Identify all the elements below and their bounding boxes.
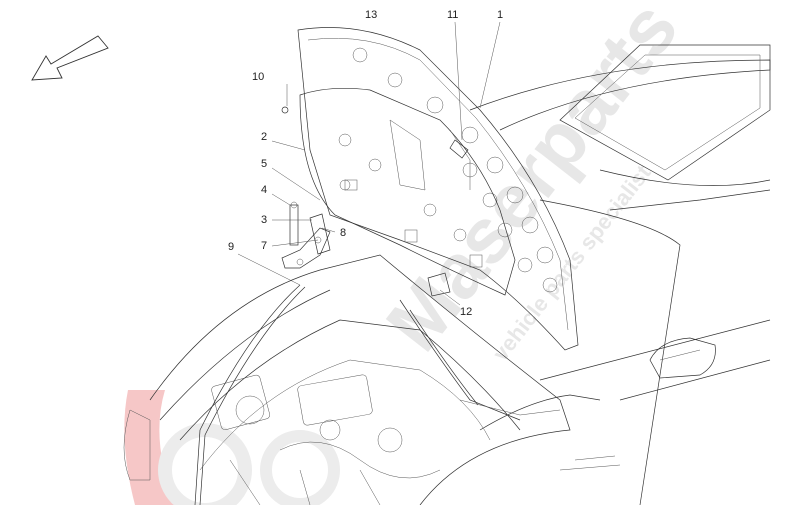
car-body	[469, 44, 771, 505]
callout-4: 4	[261, 184, 267, 196]
callout-3: 3	[261, 214, 267, 226]
bonnet-panel	[297, 27, 579, 351]
callout-2: 2	[261, 131, 267, 143]
callout-leaders	[237, 21, 501, 306]
callout-7: 7	[261, 240, 267, 252]
bonnet-hinge-assembly	[194, 106, 469, 505]
insulation-label-sticker	[427, 272, 451, 297]
callout-13: 13	[365, 9, 377, 21]
callout-labels: 13 11 1 10 2 5 4 3 8 7 9 12	[228, 9, 503, 318]
callout-10: 10	[252, 71, 264, 83]
callout-9: 9	[228, 241, 234, 253]
arrow-down-left-icon	[31, 35, 109, 81]
callout-5: 5	[261, 158, 267, 170]
engine-bay	[123, 254, 571, 505]
bonnet-insulation-pad	[299, 87, 516, 296]
callout-11: 11	[447, 9, 458, 21]
watermark: Maserparts vehicle parts specialist	[124, 0, 695, 505]
callout-12: 12	[460, 306, 472, 318]
callout-1: 1	[497, 9, 503, 21]
callout-8: 8	[340, 227, 346, 239]
